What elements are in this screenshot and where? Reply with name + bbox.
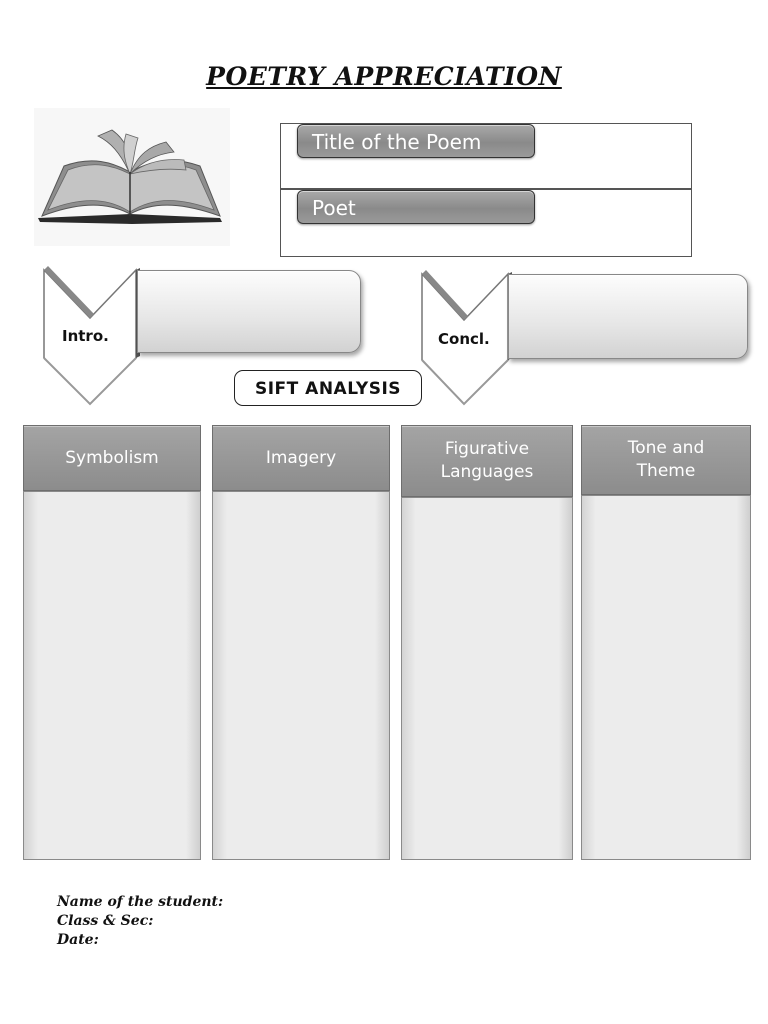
column-body-tone-and-theme[interactable] xyxy=(581,495,751,860)
class-sec-label: Class & Sec: xyxy=(57,913,154,929)
poet-label: Poet xyxy=(297,190,535,224)
column-header-imagery: Imagery xyxy=(212,425,390,491)
page-title: POETRY APPRECIATION xyxy=(206,62,562,91)
concl-label: Concl. xyxy=(438,330,490,348)
poem-title-box[interactable]: Title of the Poem xyxy=(280,123,692,189)
column-header-figurative-languages: Figurative Languages xyxy=(401,425,573,497)
column-header-tone-and-theme: Tone and Theme xyxy=(581,425,751,495)
poem-title-label: Title of the Poem xyxy=(297,124,535,158)
student-info: Name of the student: Class & Sec: Date: xyxy=(57,893,223,950)
column-body-imagery[interactable] xyxy=(212,491,390,860)
intro-textbox[interactable] xyxy=(137,270,361,353)
intro-label: Intro. xyxy=(62,327,109,345)
intro-chevron-icon xyxy=(43,266,140,406)
poet-box[interactable]: Poet xyxy=(280,189,692,257)
date-label: Date: xyxy=(57,932,99,948)
open-book-icon xyxy=(38,129,222,224)
concl-textbox[interactable] xyxy=(508,274,748,359)
student-name-label: Name of the student: xyxy=(57,894,224,910)
column-header-symbolism: Symbolism xyxy=(23,425,201,491)
sift-analysis-heading: SIFT ANALYSIS xyxy=(234,370,422,406)
column-body-symbolism[interactable] xyxy=(23,491,201,860)
column-body-figurative-languages[interactable] xyxy=(401,497,573,860)
book-illustration xyxy=(34,108,230,246)
